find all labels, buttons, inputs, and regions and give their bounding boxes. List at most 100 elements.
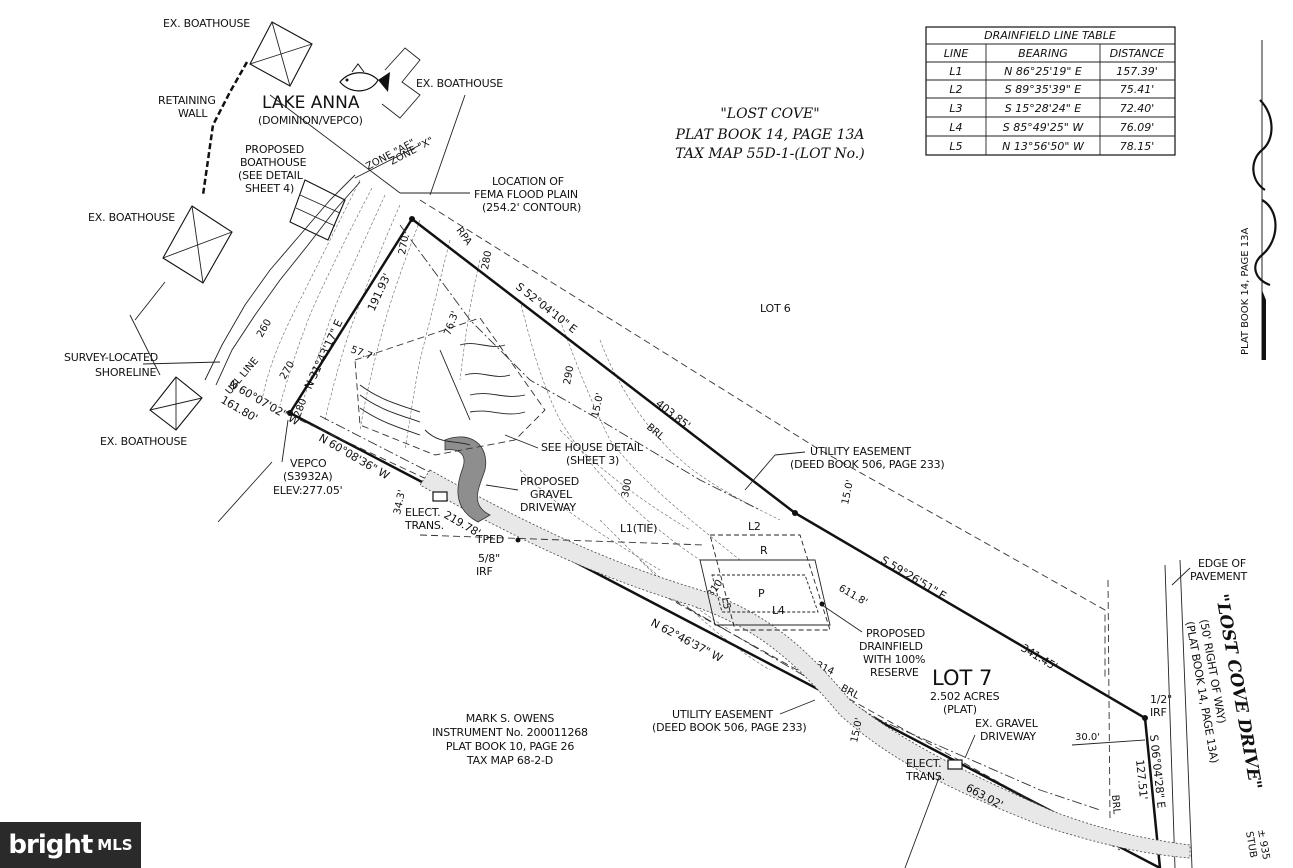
- retaining-wall-label-1: RETAINING: [158, 94, 216, 107]
- drainfield-l1-tie: L1(TIE): [620, 522, 657, 535]
- drainfield: [419, 534, 831, 631]
- contour-290: 290: [562, 365, 576, 386]
- drainfield-label-4: RESERVE: [870, 666, 919, 679]
- electrical-transformer-bottom: [947, 759, 963, 770]
- lake-owner: (DOMINION/VEPCO): [258, 114, 363, 127]
- drainfield-r: R: [760, 544, 768, 557]
- drainfield-p: P: [758, 587, 765, 600]
- ex-gravel-driveway-label-2: DRIVEWAY: [980, 730, 1036, 743]
- ex-boathouse-label-mid: EX. BOATHOUSE: [88, 211, 175, 224]
- lot-7-boundary: [288, 218, 1162, 868]
- rpa-label: RPA: [454, 225, 474, 247]
- retaining-wall-label-2: WALL: [178, 107, 208, 120]
- lot-7-plat: (PLAT): [943, 703, 977, 716]
- owens-line-3: PLAT BOOK 10, PAGE 26: [446, 740, 575, 753]
- survey-shoreline: [204, 174, 356, 381]
- stub-label-2: STUB: [1243, 831, 1258, 859]
- irf-58-label-2: IRF: [476, 565, 493, 578]
- table-cell: 72.40': [1120, 102, 1155, 115]
- plat-book-side-label: PLAT BOOK 14, PAGE 13A: [1240, 40, 1277, 360]
- lake-name: LAKE ANNA: [262, 93, 360, 113]
- gravel-driveway-label-3: DRIVEWAY: [520, 501, 576, 514]
- table-cell: 76.09': [1120, 121, 1155, 134]
- elect-trans-bottom-1: ELECT.: [906, 757, 941, 770]
- owens-line-4: TAX MAP 68-2-D: [466, 754, 553, 767]
- dim-57-7: 57.7': [349, 344, 376, 363]
- utility-easement-top-2: (DEED BOOK 506, PAGE 233): [790, 458, 945, 471]
- owens-line-2: INSTRUMENT No. 200011268: [432, 726, 588, 739]
- shoreline-label-1: SURVEY-LOCATED: [64, 351, 158, 364]
- table-cell: L5: [949, 140, 962, 153]
- irf-58-label-1: 5/8": [478, 552, 500, 565]
- table-title: DRAINFIELD LINE TABLE: [984, 29, 1116, 42]
- contour-280b: 280: [480, 250, 494, 271]
- vepco-label-2: (S3932A): [283, 470, 333, 483]
- vepco-label-1: VEPCO: [290, 457, 327, 470]
- house-detail-label-1: SEE HOUSE DETAIL: [541, 441, 644, 454]
- ex-boathouse-top-right: [381, 47, 421, 119]
- dim-15-0-a: 15.0': [590, 392, 606, 419]
- table-col-distance: DISTANCE: [1110, 47, 1165, 60]
- table-cell: S 89°35'39" E: [1005, 83, 1082, 96]
- bearing-n62: N 62°46'37" W: [649, 616, 725, 665]
- rpa-line: [399, 224, 761, 511]
- table-cell: L1: [949, 65, 962, 78]
- lot-7-label: LOT 7: [932, 666, 992, 690]
- irf-12-label-2: IRF: [1150, 706, 1167, 719]
- table-cell: S 85°49'25" W: [1003, 121, 1085, 134]
- tax-map-title: TAX MAP 55D-1-(LOT No.): [675, 146, 864, 162]
- proposed-boathouse-label-1: PROPOSED: [245, 143, 304, 156]
- ex-boathouse-mid: [162, 205, 233, 284]
- contour-270b: 270: [397, 235, 411, 256]
- elect-trans-top-2: TRANS.: [404, 519, 444, 532]
- watermark-brand: bright: [8, 830, 93, 860]
- dim-15-0-b: 15.0': [840, 479, 856, 506]
- table-cell: 78.15': [1120, 140, 1155, 153]
- existing-gravel-driveway: [419, 469, 1191, 859]
- table-cell: L3: [949, 102, 962, 115]
- topographic-contours: [261, 179, 781, 671]
- table-cell: L4: [949, 121, 962, 134]
- contour-260: 260: [255, 317, 274, 339]
- edge-of-pavement-label-2: PAVEMENT: [1190, 570, 1247, 583]
- drainfield-l5: L5: [719, 597, 732, 611]
- electrical-transformer-top: [432, 491, 448, 502]
- table-cell: N 86°25'19" E: [1004, 65, 1082, 78]
- lot-6-label: LOT 6: [760, 302, 791, 315]
- subdivision-title: "LOST COVE": [720, 106, 819, 122]
- fema-label-1: LOCATION OF: [492, 175, 564, 188]
- dim-76-3: 76.3': [442, 310, 461, 337]
- drainfield-l4: L4: [772, 604, 785, 617]
- drainfield-l2: L2: [748, 520, 761, 533]
- ex-boathouse-top: [249, 21, 313, 87]
- retaining-wall: [201, 61, 249, 196]
- fema-label-3: (254.2' CONTOUR): [482, 201, 581, 214]
- ex-gravel-driveway-label-1: EX. GRAVEL: [975, 717, 1039, 730]
- contour-300: 300: [620, 478, 634, 499]
- table-cell: L2: [949, 83, 962, 96]
- proposed-boathouse-label-2: BOATHOUSE: [240, 156, 307, 169]
- proposed-gravel-driveway: [444, 436, 491, 523]
- elect-trans-top-1: ELECT.: [405, 506, 440, 519]
- utility-easement-top-1: UTILITY EASEMENT: [810, 445, 911, 458]
- drainfield-line-table: DRAINFIELD LINE TABLE LINE BEARING DISTA…: [925, 26, 1176, 156]
- owens-line-1: MARK S. OWENS: [466, 712, 555, 725]
- bearing-s52: S 52°04'10" E: [513, 280, 579, 336]
- dist-341-45: 341.45': [1018, 641, 1059, 673]
- table-cell: 75.41': [1120, 83, 1155, 96]
- bearing-n31: N 31°43'17" E: [302, 317, 346, 391]
- table-cell: 157.39': [1116, 65, 1158, 78]
- edge-of-pavement-label-1: EDGE OF: [1198, 557, 1246, 570]
- table-col-bearing: BEARING: [1018, 47, 1068, 60]
- bearing-s59: S 59°26'51" E: [878, 553, 948, 602]
- utility-easement-bottom-2: (DEED BOOK 506, PAGE 233): [652, 721, 807, 734]
- dim-15-0-c: 15.0': [849, 717, 865, 744]
- edge-of-pavement: [1164, 564, 1176, 868]
- elect-trans-bottom-2: TRANS.: [905, 770, 945, 783]
- table-cell: N 13°56'50" W: [1002, 140, 1085, 153]
- dist-403-85: 403.85': [653, 397, 693, 432]
- bright-mls-watermark: bright MLS: [0, 822, 141, 868]
- drainfield-label-1: PROPOSED: [866, 627, 925, 640]
- table-cell: S 15°28'24" E: [1005, 102, 1082, 115]
